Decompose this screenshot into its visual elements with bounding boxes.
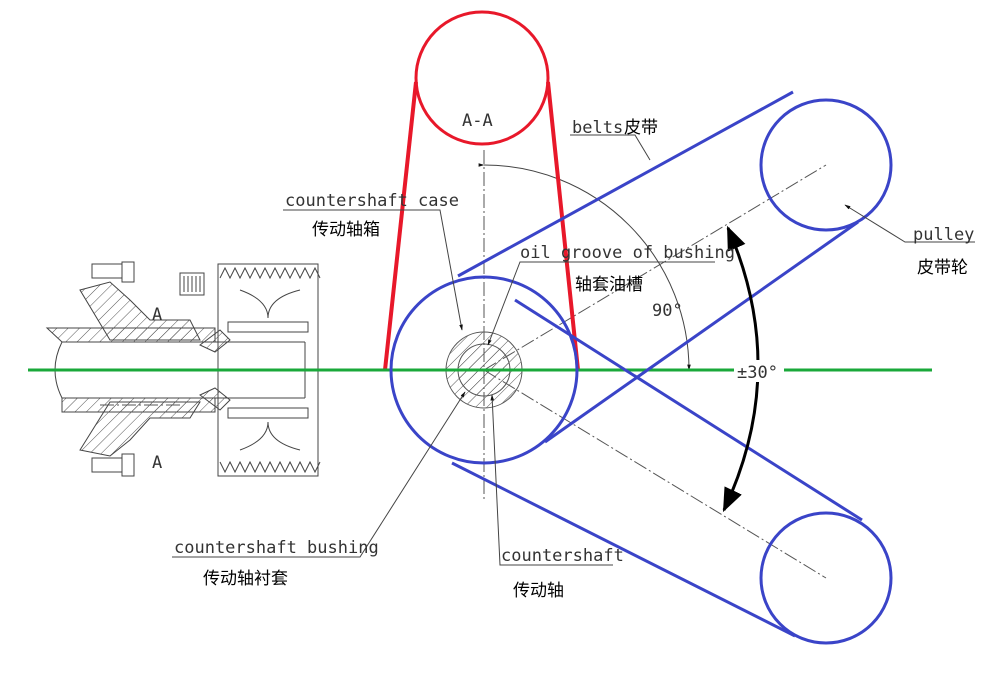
countershaft-label-cn: 传动轴 bbox=[513, 581, 564, 601]
section-mark-bottom: A bbox=[152, 453, 162, 473]
angle-30-bg bbox=[734, 360, 784, 382]
pulley-label-cn: 皮带轮 bbox=[917, 258, 968, 278]
countershaft-assembly-section bbox=[45, 261, 321, 477]
case-label: countershaft case bbox=[285, 191, 459, 211]
belt-top-outer bbox=[457, 90, 794, 278]
bottom-pulley bbox=[759, 511, 893, 645]
oil-groove-label-cn: 轴套油槽 bbox=[575, 275, 643, 295]
oil-groove-label: oil groove of bushing bbox=[520, 243, 735, 263]
angle-30-label: ±30° bbox=[737, 363, 778, 383]
belt-top-inner bbox=[544, 220, 859, 444]
countershaft-label: countershaft bbox=[501, 546, 624, 566]
belts-label: belts bbox=[572, 118, 623, 138]
section-label: A-A bbox=[462, 111, 493, 131]
belt-bottom-inner bbox=[514, 298, 863, 522]
bushing-label-cn: 传动轴衬套 bbox=[203, 569, 288, 589]
centerline-to-bottom-pulley bbox=[483, 369, 827, 579]
angle-90-arc bbox=[478, 163, 691, 371]
countershaft-case bbox=[383, 10, 580, 371]
angle-90-label: 90° bbox=[652, 301, 683, 321]
leader-lines bbox=[172, 134, 975, 566]
drive-pulley bbox=[389, 275, 579, 465]
bushing-label: countershaft bushing bbox=[174, 538, 379, 558]
belt-drive bbox=[389, 90, 893, 645]
pulley-label: pulley bbox=[913, 225, 974, 245]
section-mark-top: A bbox=[152, 305, 162, 325]
case-label-cn: 传动轴箱 bbox=[312, 220, 380, 240]
belt-bottom-outer bbox=[451, 461, 796, 638]
top-pulley bbox=[759, 98, 893, 232]
belts-label-cn: 皮带 bbox=[624, 118, 658, 138]
centerline-to-top-pulley bbox=[483, 164, 827, 371]
